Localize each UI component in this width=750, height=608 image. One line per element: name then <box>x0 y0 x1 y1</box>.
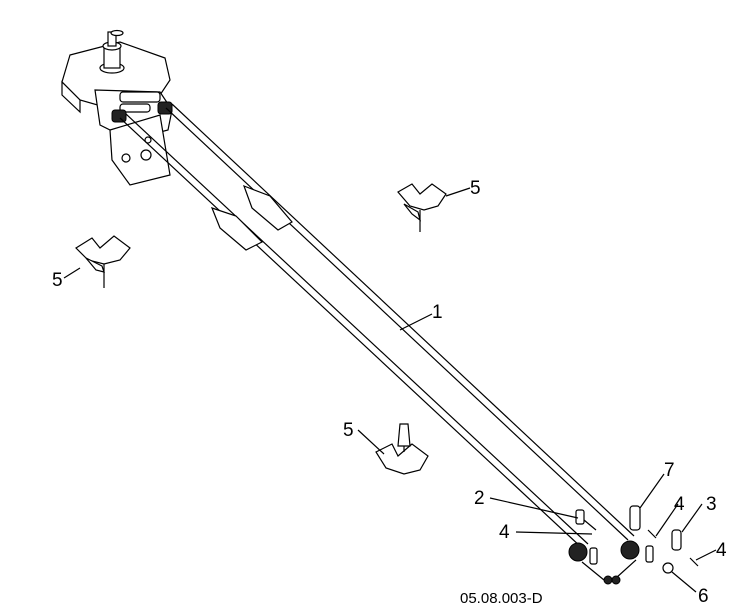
drawing-code: 05.08.003-D <box>460 590 543 607</box>
left-cable-end <box>568 509 613 585</box>
callout-cable: 1 <box>432 302 443 323</box>
right-cable-end <box>611 540 654 585</box>
leader-lines <box>63 187 717 593</box>
bracket-bottom <box>375 423 429 475</box>
tall-pin <box>629 505 641 531</box>
bracket-left <box>75 235 131 288</box>
washer <box>662 562 674 574</box>
callout-pin-tall: 7 <box>664 460 675 481</box>
callout-pin-left: 2 <box>474 488 485 509</box>
callout-clip-right: 4 <box>716 540 727 561</box>
callout-clip-mid: 4 <box>674 494 685 515</box>
right-cable-adjuster <box>242 184 293 231</box>
left-cable-adjuster <box>210 207 264 251</box>
top-mounting-assembly <box>61 29 173 186</box>
callout-clip-left: 4 <box>499 522 510 543</box>
callout-pin-right: 3 <box>706 494 717 515</box>
retaining-clips <box>647 529 699 567</box>
pins-and-clips <box>629 505 699 574</box>
callout-washer: 6 <box>698 586 709 607</box>
pin-right <box>671 529 682 551</box>
bracket-top-right <box>397 183 447 232</box>
cable-pair <box>119 103 635 549</box>
callout-bracket-left: 5 <box>52 270 63 291</box>
callout-bracket-top-right: 5 <box>470 178 481 199</box>
callout-bracket-bottom: 5 <box>343 420 354 441</box>
